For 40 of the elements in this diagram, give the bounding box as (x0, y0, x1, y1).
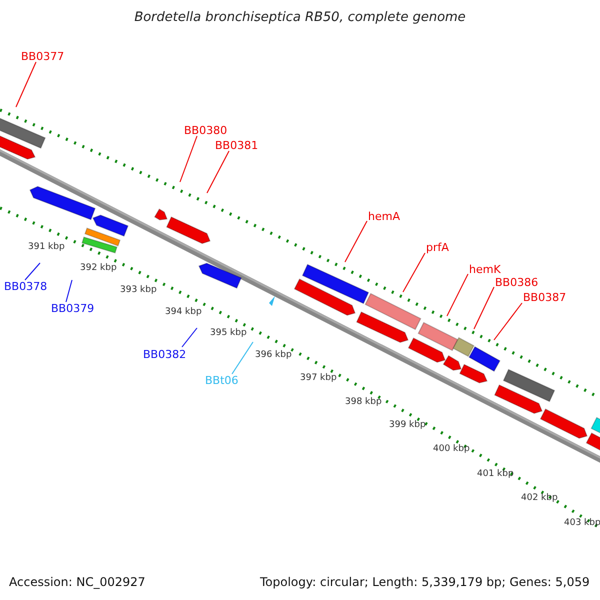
gene-label: BBt06 (205, 375, 238, 386)
accession-text: Accession: NC_002927 (9, 576, 146, 588)
tick-label: 401 kbp (477, 470, 514, 479)
leader-line (180, 136, 198, 182)
gene-label: BB0381 (215, 140, 258, 151)
leader-line (494, 302, 522, 340)
tick-label: 395 kbp (210, 329, 247, 338)
leader-line (206, 150, 230, 194)
tick-label: 399 kbp (389, 421, 426, 430)
gene-label: BB0378 (4, 281, 48, 292)
leader-line (474, 286, 494, 330)
leader-line (24, 262, 40, 280)
tick-label: 397 kbp (300, 374, 337, 383)
genome-info-text: Topology: circular; Length: 5,339,179 bp; Genes: 5,059 (260, 576, 590, 588)
leader-line (16, 62, 36, 108)
tick-label: 391 kbp (28, 243, 65, 252)
gene-label: BB0377 (21, 51, 64, 62)
tick-label: 400 kbp (433, 445, 470, 454)
leader-line (344, 220, 368, 262)
leader-line (66, 280, 72, 302)
gene-label: hemK (469, 264, 501, 275)
tick-label: 393 kbp (120, 286, 157, 295)
gene-label: prfA (426, 242, 449, 253)
gene-label: BB0380 (184, 125, 228, 136)
tick-label: 396 kbp (255, 351, 292, 360)
tick-label: 394 kbp (165, 308, 202, 317)
leader-line (232, 342, 254, 374)
gene-label: hemA (368, 211, 400, 222)
gene-label: BB0379 (51, 303, 94, 314)
tick-label: 398 kbp (345, 398, 382, 407)
leader-line (182, 328, 198, 348)
tick-label: 402 kbp (521, 494, 558, 503)
leader-line (402, 252, 426, 292)
gene-label: BB0382 (143, 349, 186, 360)
tick-label: 403 kbp (564, 519, 600, 528)
gene-label: BB0387 (523, 292, 566, 303)
gene-label: BB0386 (495, 277, 538, 288)
leader-line (446, 274, 468, 316)
map-title: Bordetella bronchiseptica RB50, complete genome (133, 11, 467, 24)
tick-label: 392 kbp (80, 264, 117, 273)
